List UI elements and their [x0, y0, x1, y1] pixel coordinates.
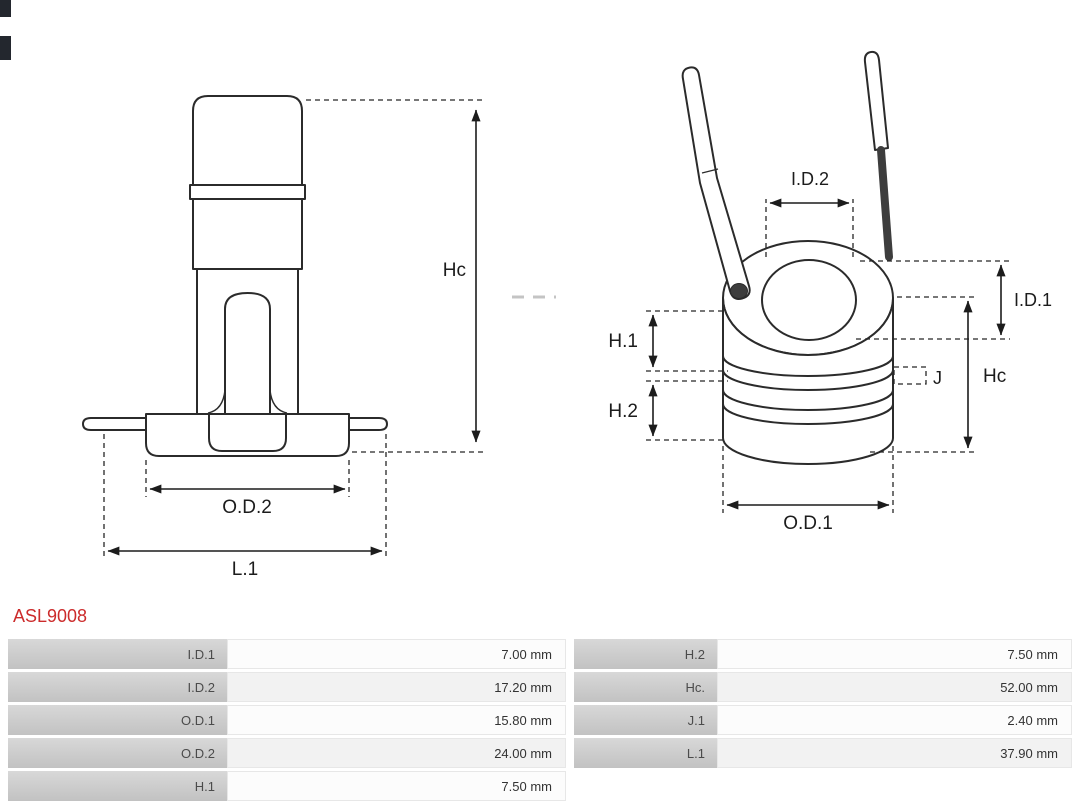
side-view-drawing: [82, 95, 388, 457]
groove-line: [722, 389, 894, 411]
spec-value: 7.50 mm: [227, 771, 566, 801]
lead-wire-left: [681, 66, 751, 300]
shaft-ridge-band: [189, 184, 306, 200]
side-view-dimensions: Hc O.D.2 L.1: [103, 99, 484, 580]
spec-value: 37.90 mm: [717, 738, 1072, 768]
hc-right-dimension-label: Hc: [983, 366, 1006, 387]
shaft-mid-body: [192, 198, 303, 270]
j-dimension-label: J: [933, 368, 942, 388]
spec-table: I.D.1 7.00 mm I.D.2 17.20 mm O.D.1 15.80…: [8, 639, 1072, 801]
slot-flare-left: [207, 389, 226, 414]
center-slot: [224, 292, 271, 414]
spec-label: J.1: [574, 705, 717, 735]
table-row: H.2 7.50 mm: [574, 639, 1072, 669]
groove-line: [722, 355, 894, 377]
table-row: I.D.1 7.00 mm: [8, 639, 566, 669]
spec-value: 7.50 mm: [717, 639, 1072, 669]
inner-bore: [761, 259, 857, 341]
spec-label: I.D.1: [8, 639, 227, 669]
spec-label: I.D.2: [8, 672, 227, 702]
spec-value: 2.40 mm: [717, 705, 1072, 735]
groove-line: [722, 403, 894, 425]
od1-dimension-label: O.D.1: [783, 513, 833, 534]
lead-wire-right: [863, 50, 889, 151]
lead-tip-left: [730, 283, 748, 299]
table-row: J.1 2.40 mm: [574, 705, 1072, 735]
spec-table-right-column: H.2 7.50 mm Hc. 52.00 mm J.1 2.40 mm L.1…: [574, 639, 1072, 801]
table-row: O.D.2 24.00 mm: [8, 738, 566, 768]
terminal-tab-left: [82, 417, 147, 431]
spec-value: 17.20 mm: [227, 672, 566, 702]
spec-table-left-column: I.D.1 7.00 mm I.D.2 17.20 mm O.D.1 15.80…: [8, 639, 566, 801]
base-insert: [208, 413, 287, 452]
hc-dimension-label: Hc: [443, 260, 466, 281]
table-row: H.1 7.50 mm: [8, 771, 566, 801]
h1-dimension-label: H.1: [608, 331, 638, 352]
h2-dimension-label: H.2: [608, 401, 638, 422]
id1-dimension-label: I.D.1: [1014, 290, 1052, 310]
table-row: L.1 37.90 mm: [574, 738, 1072, 768]
lead-tip-right: [877, 146, 893, 261]
spec-value: 52.00 mm: [717, 672, 1072, 702]
terminal-tab-right: [348, 417, 388, 431]
front-view-drawing: [681, 50, 894, 465]
lead-joint-line: [701, 168, 719, 174]
technical-drawing: Hc O.D.2 L.1: [0, 0, 1052, 580]
groove-line: [722, 369, 894, 391]
od2-dimension-label: O.D.2: [222, 497, 272, 518]
spec-label: O.D.1: [8, 705, 227, 735]
shaft-top-cap: [192, 95, 303, 186]
slot-flare-right: [269, 389, 288, 414]
part-number: ASL9008: [13, 606, 88, 626]
spec-label: L.1: [574, 738, 717, 768]
front-view-dimensions: I.D.2 I.D.1 Hc H.1 H.2 J: [608, 169, 1052, 534]
l1-dimension-label: L.1: [232, 559, 258, 580]
table-row: Hc. 52.00 mm: [574, 672, 1072, 702]
table-row: O.D.1 15.80 mm: [8, 705, 566, 735]
spec-value: 7.00 mm: [227, 639, 566, 669]
spec-label: H.2: [574, 639, 717, 669]
spec-value: 24.00 mm: [227, 738, 566, 768]
spec-label: O.D.2: [8, 738, 227, 768]
spec-label: Hc.: [574, 672, 717, 702]
groove-callout-box: [893, 366, 927, 385]
cylinder-body: [722, 297, 894, 465]
id2-dimension-label: I.D.2: [791, 169, 829, 189]
screen-edge-artifact: [0, 0, 11, 60]
spec-label: H.1: [8, 771, 227, 801]
table-row: I.D.2 17.20 mm: [8, 672, 566, 702]
spec-value: 15.80 mm: [227, 705, 566, 735]
